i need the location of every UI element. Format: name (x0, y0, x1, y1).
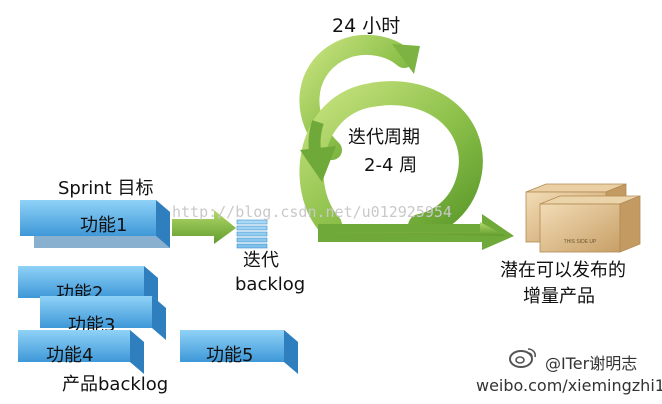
blog-watermark: http://blog.csdn.net/u012925954 (172, 203, 452, 221)
weibo-logo-icon (508, 345, 538, 369)
block-shape (20, 200, 170, 248)
iteration-duration-label: 2-4 周 (364, 155, 418, 176)
sprint-goal-label: Sprint 目标 (58, 178, 154, 199)
iteration-period-label: 迭代周期 (348, 127, 420, 148)
block-shape (180, 330, 298, 374)
increment-label-line1: 潜在可以发布的 (500, 260, 626, 281)
product-backlog-label: 产品backlog (62, 374, 169, 395)
increment-label-line2: 增量产品 (523, 286, 595, 307)
goal-to-backlog-arrow (172, 210, 236, 244)
increment-boxes-icon: THIS SIDE UP (525, 183, 641, 253)
weibo-handle: @ITer谢明志 (545, 354, 638, 373)
iteration-backlog-stack (236, 219, 268, 249)
weibo-url: weibo.com/xiemingzhi1 (476, 376, 662, 395)
feature-5-label: 功能5 (206, 345, 254, 366)
block-shape (40, 296, 166, 340)
product-backlog-item-4: 功能4 (18, 330, 168, 376)
daily-cycle-label: 24 小时 (332, 15, 401, 37)
box-print: THIS SIDE UP (564, 239, 597, 245)
sprint-feature-block: 功能1 (20, 200, 180, 250)
iteration-loop-arrow (299, 81, 483, 238)
release-arrow (316, 214, 514, 250)
feature-1-label: 功能1 (80, 215, 128, 236)
block-shape (18, 330, 144, 374)
feature-4-label: 功能4 (46, 345, 94, 366)
iteration-backlog-label-line1: 迭代 (243, 250, 279, 271)
product-backlog-item-5: 功能5 (180, 330, 330, 376)
iteration-backlog-label-line2: backlog (235, 274, 306, 295)
